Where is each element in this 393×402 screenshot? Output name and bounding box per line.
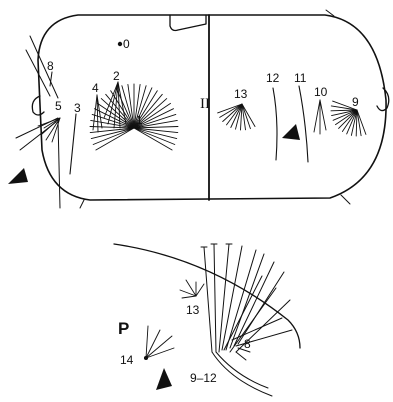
seta-1-fan [90,84,178,150]
label-seta-12: 12 [266,71,280,85]
upper-labels: 0 1 2 3 4 5 8 9 10 11 12 13 II [47,37,359,127]
seta-9 [331,101,366,136]
label-seta-5: 5 [55,99,62,113]
panel-letter: P [118,319,129,338]
label-seta-2: 2 [113,69,120,83]
seta-3 [70,114,76,174]
label-seta-10: 10 [314,85,328,99]
segment-outline [32,15,388,200]
seta-13 [218,104,255,130]
label-seta-4: 4 [92,81,99,95]
detail-seta-13 [180,280,204,298]
detail-long-setae [201,244,292,352]
label-seta-11: 11 [294,71,307,85]
arrowhead-pointer-icon [8,124,300,390]
seta-10 [314,100,326,134]
detail-seta-14 [144,326,174,360]
seta-11 [299,86,308,162]
label-detail-13: 13 [186,303,200,317]
division-label: II [200,96,210,112]
label-detail-8: 8 [244,337,251,351]
label-seta-1: 1 [136,113,143,127]
label-seta-8: 8 [47,59,54,73]
seta-12 [273,88,277,160]
detail-seta-9-12 [212,352,272,396]
seta-0-marker [118,42,121,45]
label-detail-9-12: 9–12 [190,371,217,385]
edge-ticks [80,10,350,208]
label-seta-13: 13 [234,87,248,101]
label-seta-0: 0 [123,37,130,51]
detail-outline [114,244,300,348]
label-seta-9: 9 [352,95,359,109]
label-seta-3: 3 [74,101,81,115]
label-detail-14: 14 [120,353,134,367]
